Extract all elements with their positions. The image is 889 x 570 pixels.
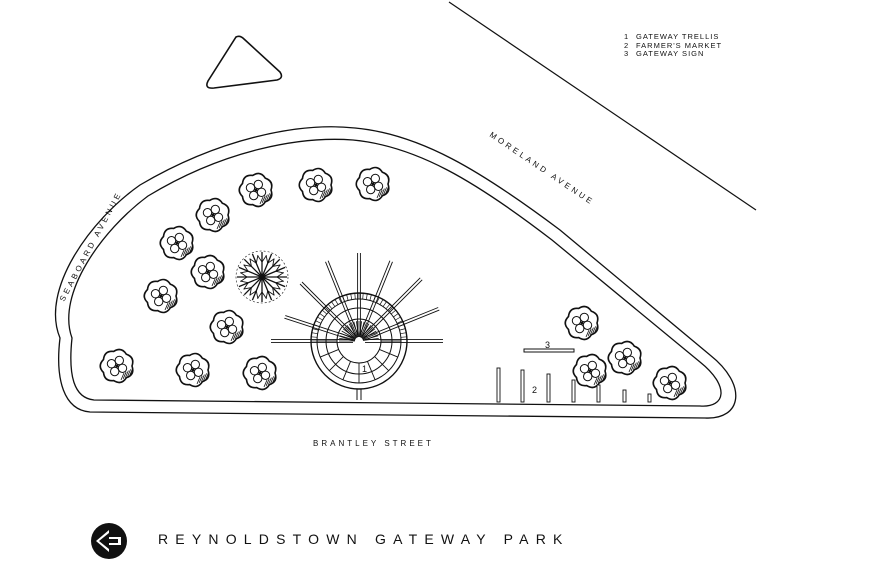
- marker-sign: 3: [545, 340, 550, 350]
- legend-label: GATEWAY TRELLIS: [636, 32, 720, 41]
- gateway-trellis: [271, 253, 443, 400]
- tree-icon: [190, 254, 225, 290]
- legend-number: 3: [624, 49, 630, 59]
- market-post: [571, 379, 576, 403]
- plan-legend: 1 GATEWAY TRELLIS 2 FARMER'S MARKET 3 GATEW…: [624, 32, 723, 59]
- tree-icon: [238, 172, 273, 208]
- market-post: [596, 384, 601, 403]
- market-post: [622, 389, 627, 403]
- tree-group: [99, 166, 687, 401]
- farmers-market-posts: [496, 367, 652, 403]
- tree-icon: [195, 197, 230, 233]
- tree-icon: [143, 278, 178, 314]
- legend-number: 2: [624, 40, 630, 50]
- park-inner-boundary: [68, 138, 722, 407]
- tree-icon: [159, 225, 194, 261]
- market-post: [647, 393, 652, 403]
- street-label-seaboard: SEABOARD AVENUE: [58, 190, 124, 303]
- tree-icon: [572, 353, 607, 389]
- street-label-brantley: BRANTLEY STREET: [313, 439, 434, 448]
- page-title: REYNOLDSTOWN GATEWAY PARK: [158, 531, 570, 547]
- market-post: [546, 373, 551, 403]
- marker-market: 2: [532, 385, 537, 395]
- legend-label: GATEWAY SIGN: [636, 49, 705, 59]
- legend-item: 2 FARMER'S MARKET: [624, 40, 723, 51]
- legend-number: 1: [624, 32, 630, 41]
- feature-tree: [235, 250, 289, 304]
- park-outer-boundary: [54, 126, 737, 419]
- tree-icon: [355, 166, 390, 202]
- tree-icon: [564, 305, 599, 341]
- traffic-island: [206, 35, 283, 89]
- north-arrow-icon: [91, 523, 127, 559]
- tree-icon: [652, 365, 687, 401]
- marker-trellis: 1: [362, 364, 367, 374]
- tree-icon: [298, 167, 333, 203]
- gateway-sign: [523, 348, 575, 353]
- tree-icon: [175, 352, 210, 388]
- legend-label: FARMER'S MARKET: [636, 40, 723, 50]
- tree-icon: [242, 355, 277, 391]
- legend-item: 3 GATEWAY SIGN: [624, 49, 722, 59]
- market-post: [520, 369, 525, 403]
- tree-icon: [607, 340, 642, 376]
- moreland-avenue-edge: [448, 1, 757, 211]
- legend-item: 1 GATEWAY TRELLIS: [624, 32, 722, 42]
- market-post: [496, 367, 501, 403]
- street-label-moreland: MORELAND AVENUE: [488, 130, 596, 207]
- tree-icon: [99, 348, 134, 384]
- tree-icon: [209, 309, 244, 345]
